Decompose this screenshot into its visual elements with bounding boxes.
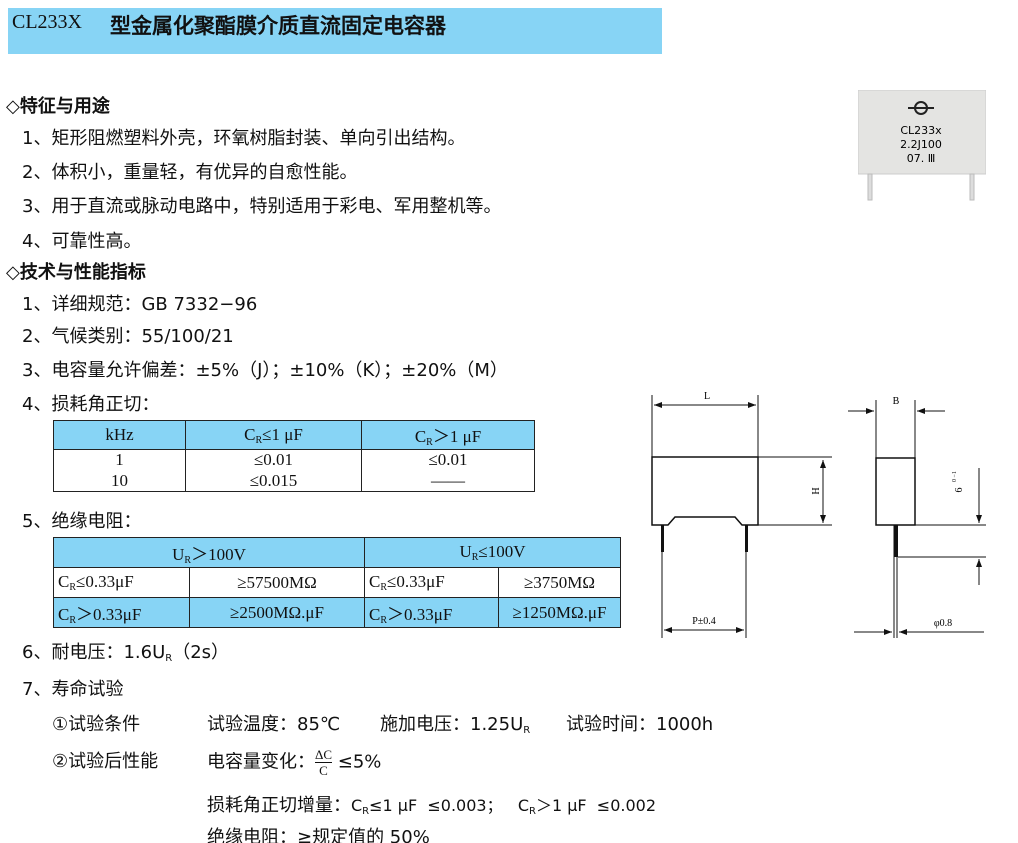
svg-text:CL233x: CL233x <box>900 124 942 137</box>
label-lead-tol: 0 −1 <box>952 471 958 482</box>
cell: ≥3750MΩ <box>498 567 621 598</box>
spec-item: 7、寿命试验 <box>22 679 124 700</box>
insulation-resistance-table: UR＞100V UR≤100V CR≤0.33μF ≥57500MΩ CR≤0.… <box>53 537 621 628</box>
label-lead-length: 6 <box>954 488 965 493</box>
cell: CR≤0.33μF <box>53 567 190 598</box>
cell: ≥2500MΩ.μF <box>189 597 365 628</box>
table-row: CR＞0.33μF ≥2500MΩ.μF CR＞0.33μF ≥1250MΩ.μ… <box>53 597 621 628</box>
label-B: B <box>893 396 900 407</box>
test-voltage: 施加电压：1.25UR <box>380 714 531 736</box>
cell: CR＞0.33μF <box>364 597 499 628</box>
spec-item: 5、绝缘电阻： <box>22 511 142 532</box>
label-P: P±0.4 <box>692 616 716 627</box>
feature-item: 2、体积小，重量轻，有优异的自愈性能。 <box>22 162 358 183</box>
test-temperature: 试验温度：85℃ <box>207 714 341 735</box>
life-test-conditions-label: ①试验条件 <box>52 714 141 735</box>
table-row: CR≤0.33μF ≥57500MΩ CR≤0.33μF ≥3750MΩ <box>53 567 621 598</box>
cell: ≤0.01 <box>361 449 535 471</box>
spec-item: 2、气候类别：55/100/21 <box>22 326 234 347</box>
spec-item: 4、损耗角正切： <box>22 394 160 415</box>
title-bar <box>8 8 662 54</box>
specs-heading: ◇技术与性能指标 <box>6 262 146 283</box>
feature-item: 3、用于直流或脉动电路中，特别适用于彩电、军用整机等。 <box>22 196 502 217</box>
tan-delta-increase: 损耗角正切增量：CR≤1 μF ≤0.003； CR＞1 μF ≤0.002 <box>207 795 657 817</box>
header-ur-gt100: UR＞100V <box>53 537 365 568</box>
header-gt1uf: CR＞1 μF <box>361 420 535 450</box>
label-L: L <box>704 391 710 402</box>
life-test-performance-label: ②试验后性能 <box>52 751 159 772</box>
cell: ≤0.01 <box>185 449 362 471</box>
cell: CR≤0.33μF <box>364 567 499 598</box>
spec-item: 6、耐电压：1.6UR（2s） <box>22 642 230 664</box>
svg-text:07. Ⅲ: 07. Ⅲ <box>907 152 936 165</box>
table-row: 1 ≤0.01 ≤0.01 <box>53 449 535 471</box>
model-code: CL233X <box>12 11 82 33</box>
capacitor-photo: CL233x 2.2J100 07. Ⅲ <box>857 89 987 202</box>
spec-item: 1、详细规范：GB 7332−96 <box>22 294 258 315</box>
header-khz: kHz <box>53 420 186 450</box>
cell: —— <box>361 470 535 492</box>
header-le1uf: CR≤1 μF <box>185 420 362 450</box>
product-name: 型金属化聚酯膜介质直流固定电容器 <box>110 14 446 38</box>
feature-item: 1、矩形阻燃塑料外壳，环氧树脂封装、单向引出结构。 <box>22 128 466 149</box>
label-H: H <box>809 487 820 494</box>
insulation-after-test: 绝缘电阻：≥规定值的 50% <box>207 827 430 843</box>
table-row: 10 ≤0.015 —— <box>53 470 535 492</box>
dimension-drawing: L H P±0.4 B 6 0 −1 φ0.8 <box>651 391 986 638</box>
spec-item: 3、电容量允许偏差：±5%（J）；±10%（K）；±20%（M） <box>22 360 508 381</box>
test-time: 试验时间：1000h <box>566 714 714 735</box>
cell: ≥1250MΩ.μF <box>498 597 621 628</box>
header-ur-le100: UR≤100V <box>364 537 621 568</box>
label-phi: φ0.8 <box>934 618 952 629</box>
feature-item: 4、可靠性高。 <box>22 231 142 252</box>
cell: CR＞0.33μF <box>53 597 190 628</box>
brand-logo-icon <box>908 101 934 115</box>
cell: ≤0.015 <box>185 470 362 492</box>
cell: 10 <box>53 470 186 492</box>
svg-text:2.2J100: 2.2J100 <box>900 138 942 151</box>
features-heading: ◇特征与用途 <box>6 96 110 117</box>
cell: 1 <box>53 449 186 471</box>
cell: ≥57500MΩ <box>189 567 365 598</box>
tan-delta-table: kHz CR≤1 μF CR＞1 μF 1 ≤0.01 ≤0.01 10 ≤0.… <box>53 420 535 492</box>
